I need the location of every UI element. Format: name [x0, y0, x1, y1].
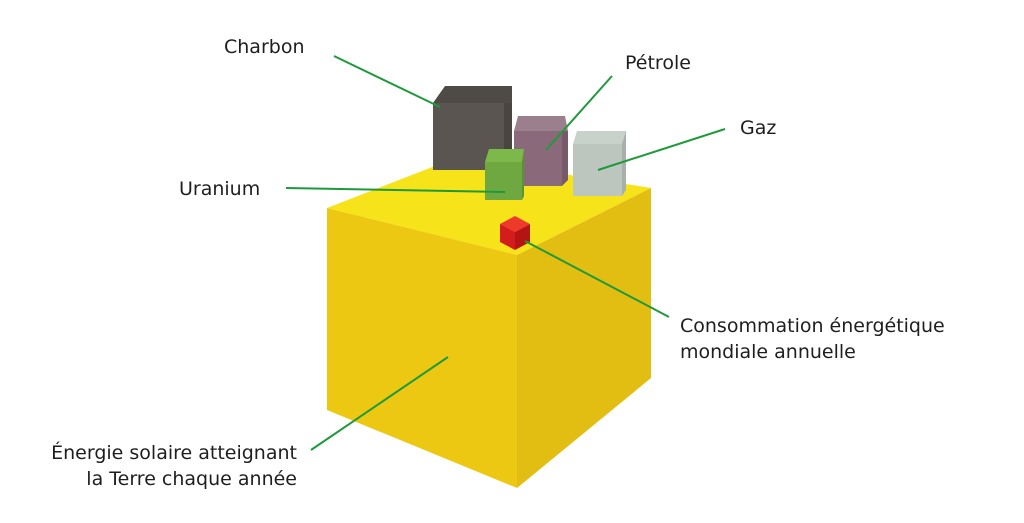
consommation-leader-line [524, 240, 670, 318]
label-charbon: Charbon [224, 36, 305, 58]
solar-cube-right-face [517, 188, 651, 488]
petrole-leader-line [545, 75, 613, 151]
gas-block [573, 131, 626, 196]
gas-block-side-face [622, 131, 626, 196]
uranium-block [485, 149, 524, 200]
solar-cube-left-face [327, 208, 517, 488]
label-solaire-line1: Énergie solaire atteignant [51, 441, 297, 464]
gaz-leader-line [597, 128, 726, 171]
consumption-cube-right-face [515, 224, 530, 250]
coal-block-top-face [433, 86, 512, 103]
uranium-block-front-face [485, 162, 522, 200]
solar-energy-cube [327, 157, 651, 488]
uranium-block-top-face [485, 149, 524, 162]
gas-block-front-face [573, 144, 622, 196]
consumption-cube [500, 216, 530, 250]
uranium-block-side-face [522, 149, 524, 200]
solaire-leader-line [310, 356, 449, 451]
oil-block-side-face [562, 131, 568, 186]
label-consommation-line2: mondiale annuelle [680, 341, 856, 363]
consumption-cube-left-face [500, 224, 515, 250]
uranium-leader-line [285, 187, 506, 193]
charbon-leader-line [333, 55, 441, 108]
oil-block-top-face [514, 116, 568, 131]
label-solaire-line2: la Terre chaque année [86, 468, 297, 490]
label-consommation-line1: Consommation énergétique [680, 315, 945, 337]
gas-block-top-face [573, 131, 626, 144]
label-uranium: Uranium [179, 178, 260, 200]
solar-cube-top-face [327, 157, 651, 255]
label-gaz: Gaz [740, 117, 776, 139]
label-petrole: Pétrole [625, 52, 691, 74]
